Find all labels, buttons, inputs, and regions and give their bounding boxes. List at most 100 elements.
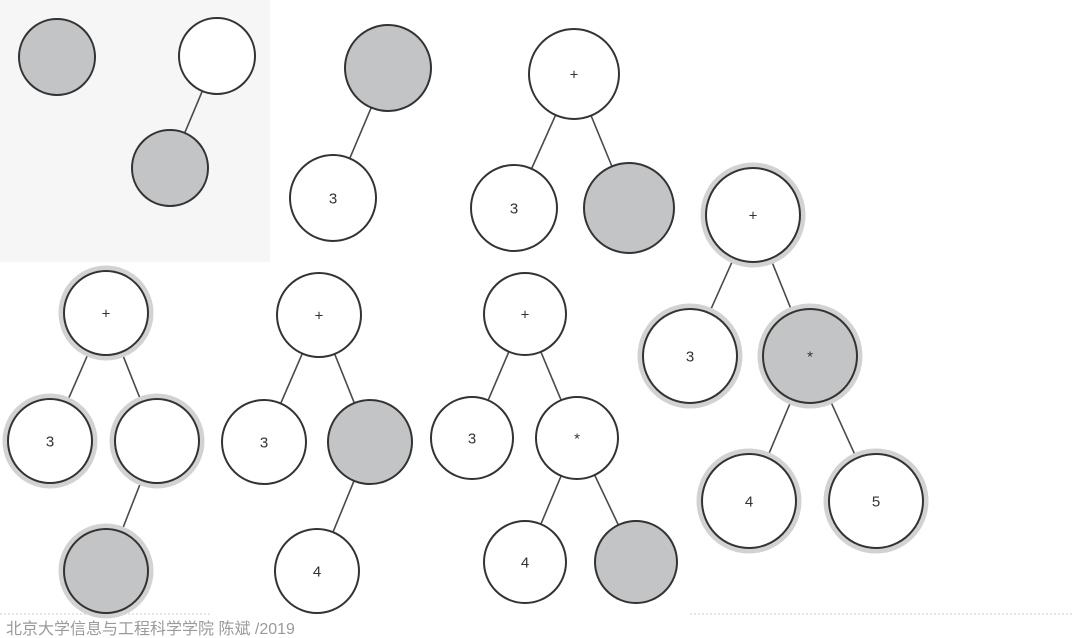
tree-node: 3 (2, 393, 98, 489)
tree-edge (769, 258, 794, 313)
tree-node (583, 162, 675, 254)
tree-node (178, 17, 256, 95)
node-circle (289, 154, 377, 242)
node-circle-active (594, 520, 678, 604)
node-halo (58, 265, 154, 361)
tree-node (18, 18, 96, 96)
tree-node (327, 399, 413, 485)
node-circle (63, 270, 149, 356)
node-circle (221, 399, 307, 485)
node-circle (178, 17, 256, 95)
node-circle (705, 167, 801, 263)
tree-node: 3 (637, 303, 743, 409)
node-label: 3 (329, 191, 337, 208)
node-halo (757, 303, 863, 409)
node-circle-active (583, 162, 675, 254)
node-circle (470, 164, 558, 252)
tree-step-4: +3 (470, 28, 675, 254)
tree-edge (279, 353, 304, 404)
tree-edge (332, 480, 355, 533)
tree-node (131, 129, 209, 207)
node-circle (642, 308, 738, 404)
tree-step-6: +3 4 (221, 272, 413, 614)
node-circle (114, 398, 200, 484)
tree-edge (120, 479, 143, 533)
tree-step-5: +3 (2, 265, 205, 619)
tree-step-7: +3 * 4 (430, 272, 678, 604)
node-halo (823, 448, 929, 554)
node-label: 3 (46, 434, 54, 451)
tree-edge (487, 351, 510, 401)
tree-step-1 (18, 18, 96, 96)
footer-caption: 北京大学信息与工程科学学院 陈斌 /2019 (6, 621, 295, 638)
node-halo (700, 162, 806, 268)
node-circle (276, 272, 362, 358)
tree-step-2 (131, 17, 256, 207)
node-circle (7, 398, 93, 484)
node-halo (58, 523, 154, 619)
tree-node (58, 523, 154, 619)
tree-node: 3 (289, 154, 377, 242)
tree-edge (183, 90, 204, 134)
tree-edge (708, 257, 735, 314)
node-circle-active (762, 308, 858, 404)
node-label: + (749, 208, 758, 225)
tree-node: * (535, 396, 619, 480)
node-halo (2, 393, 98, 489)
tree-edge (828, 398, 858, 459)
node-label: 3 (260, 435, 268, 452)
tree-node (344, 24, 432, 112)
tree-node: + (58, 265, 154, 361)
node-halo (109, 393, 205, 489)
node-circle (828, 453, 924, 549)
tree-node: + (276, 272, 362, 358)
node-label: 5 (872, 494, 880, 511)
node-label: 4 (745, 494, 753, 511)
node-label: * (574, 431, 580, 448)
tree-node: 5 (823, 448, 929, 554)
tree-edge (530, 114, 557, 170)
tree-node: 3 (470, 164, 558, 252)
node-circle-active (18, 18, 96, 96)
tree-edge (590, 115, 613, 167)
tree-edge (540, 351, 562, 401)
node-label: + (102, 306, 111, 323)
tree-edge (540, 475, 562, 525)
tree-node: + (483, 272, 567, 356)
tree-node: + (528, 28, 620, 120)
node-circle (483, 520, 567, 604)
node-label: + (521, 307, 530, 324)
node-circle (701, 453, 797, 549)
node-circle (483, 272, 567, 356)
node-circle-active (327, 399, 413, 485)
node-label: 4 (313, 564, 321, 581)
node-circle (430, 396, 514, 480)
tree-step-8: +3 * 4 5 (637, 162, 929, 554)
node-halo (696, 448, 802, 554)
tree-node (594, 520, 678, 604)
tree-node: 4 (696, 448, 802, 554)
tree-edge (349, 107, 372, 159)
node-circle (528, 28, 620, 120)
tree-node (109, 393, 205, 489)
tree-node: 4 (274, 528, 360, 614)
node-label: * (807, 349, 813, 366)
node-circle (274, 528, 360, 614)
node-halo (637, 303, 743, 409)
node-circle-active (63, 528, 149, 614)
node-label: + (315, 308, 324, 325)
node-label: 3 (510, 201, 518, 218)
tree-edge (120, 351, 143, 403)
tree-edge (66, 351, 90, 403)
tree-node: * (757, 303, 863, 409)
tree-node: 3 (430, 396, 514, 480)
tree-node: 4 (483, 520, 567, 604)
node-label: 3 (686, 349, 694, 366)
tree-node: 3 (221, 399, 307, 485)
node-label: 4 (521, 555, 529, 572)
tree-step-3: 3 (289, 24, 432, 242)
node-circle (535, 396, 619, 480)
tree-edge (333, 353, 356, 404)
